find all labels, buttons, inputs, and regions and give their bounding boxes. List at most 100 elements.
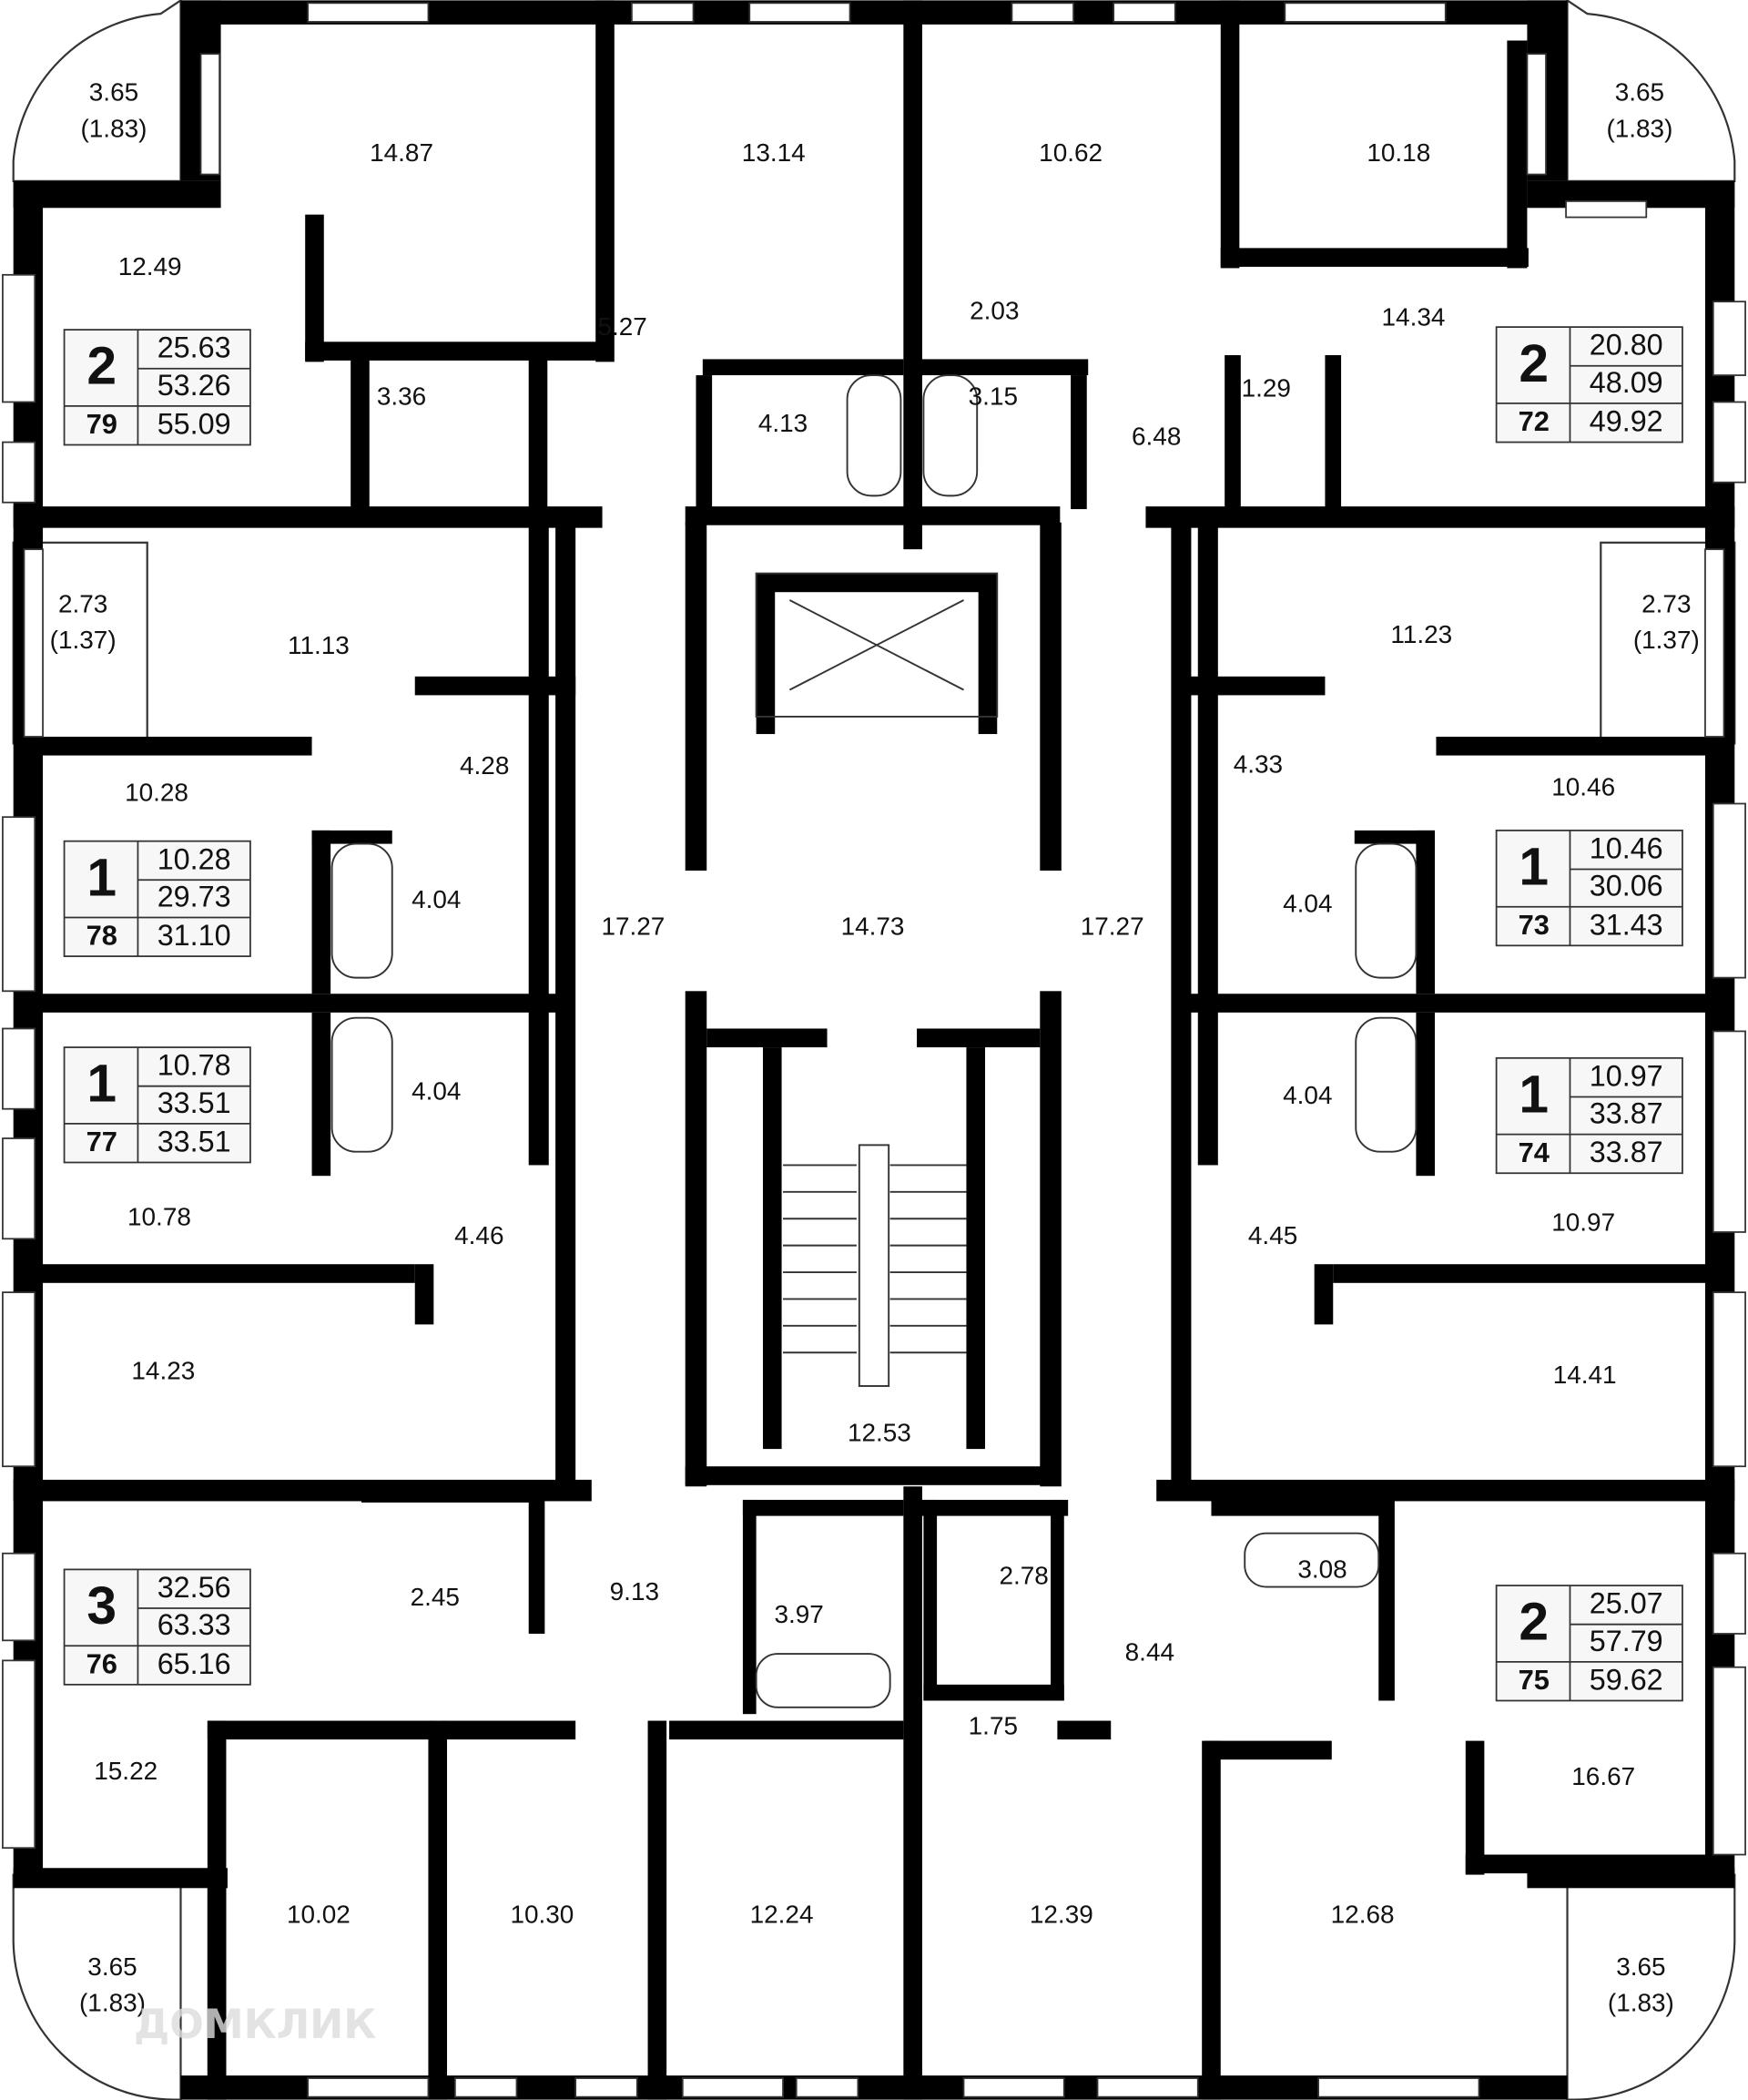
window	[2, 1291, 36, 1468]
room-area-sub-label: (1.83)	[1606, 114, 1672, 142]
room-area-label: 12.24	[750, 1901, 814, 1929]
room-area-label: 10.30	[510, 1901, 574, 1929]
window	[23, 548, 44, 738]
apartment-rooms-count: 1	[86, 1055, 117, 1114]
apartment-area: 53.26	[158, 369, 231, 402]
window	[1712, 401, 1746, 484]
wall	[1225, 354, 1241, 510]
wall	[1416, 830, 1435, 994]
elevator-shaft	[755, 572, 999, 718]
window	[1113, 2, 1176, 23]
wall	[13, 1868, 228, 1889]
wall	[685, 1466, 1061, 1485]
apartment-living-area: 20.80	[1590, 329, 1663, 362]
apartment-rooms-count: 1	[86, 848, 117, 907]
wall	[685, 506, 1061, 525]
stairs	[783, 1144, 967, 1387]
wall	[1314, 1264, 1334, 1325]
wall	[1156, 1479, 1735, 1502]
apartment-number: 75	[1519, 1664, 1550, 1696]
stair-well	[858, 1144, 890, 1387]
room-area-label: 15.22	[94, 1757, 158, 1785]
wall	[647, 1720, 667, 2100]
room-area-label: 3.97	[774, 1600, 823, 1628]
wall	[706, 1028, 828, 1048]
elevator-cross	[788, 599, 964, 691]
apartment-total-area: 31.10	[158, 919, 231, 952]
room-area-label: 4.04	[412, 885, 461, 913]
room-area-label: 14.73	[841, 912, 905, 941]
room-area-label: 10.02	[287, 1901, 351, 1929]
wall	[1527, 1868, 1735, 1889]
apartment-number: 74	[1519, 1137, 1550, 1168]
wall	[1040, 522, 1062, 872]
room-area-sub-label: (1.83)	[80, 114, 147, 142]
room-area-label: 14.87	[370, 138, 433, 167]
window	[2, 273, 36, 403]
wall	[1220, 0, 1240, 269]
wall	[1333, 1264, 1711, 1283]
badge-frame	[1495, 326, 1683, 443]
wall	[528, 509, 549, 1166]
room-area-sub-label: (1.37)	[1633, 626, 1700, 654]
bathtub-icon	[1355, 1016, 1418, 1153]
room-area-label: 12.49	[118, 252, 182, 280]
badge-frame	[63, 329, 251, 446]
balcony-bottom-left	[12, 1873, 182, 2100]
badge-frame	[1495, 1056, 1683, 1175]
badge-frame	[1495, 1585, 1683, 1702]
window	[199, 53, 220, 176]
room-area-label: 17.27	[1081, 912, 1144, 941]
bathtub-icon	[330, 842, 393, 979]
wall	[311, 830, 331, 994]
wall	[528, 354, 548, 510]
window	[1526, 53, 1547, 176]
room-area-label: 10.97	[1551, 1208, 1615, 1236]
room-area-label: 4.04	[1283, 1081, 1332, 1109]
apartment-area: 29.73	[158, 880, 231, 912]
wall	[1171, 509, 1192, 1500]
room-area-sub-label: (1.83)	[1608, 1989, 1674, 2017]
apartment-rooms-count: 2	[1519, 1593, 1549, 1652]
bathtub-icon	[330, 1016, 393, 1153]
room-area-label: 1.75	[969, 1711, 1018, 1739]
room-area-label: 10.62	[1039, 138, 1103, 167]
wall	[414, 676, 576, 696]
room-area-label: 2.45	[411, 1583, 460, 1611]
window	[795, 2077, 859, 2098]
watermark-logo: ДОМКЛИК	[134, 2002, 376, 2048]
wall	[920, 1499, 1069, 1516]
wall	[966, 1047, 986, 1450]
apartment-area: 33.87	[1590, 1097, 1663, 1130]
wall	[1040, 991, 1062, 1487]
wall	[1071, 375, 1087, 510]
window	[2, 816, 36, 993]
wall	[917, 1028, 1041, 1048]
wall	[1354, 830, 1435, 844]
room-area-label: 3.65	[1615, 78, 1664, 107]
balcony-top-right	[1566, 0, 1736, 182]
apartment-number: 76	[86, 1647, 117, 1679]
wall	[1202, 1740, 1221, 2100]
fixtures	[330, 374, 1418, 1708]
room-area-label: 3.65	[1616, 1952, 1665, 1981]
wall	[1145, 506, 1735, 528]
wall	[442, 1720, 576, 1740]
room-area-label: 16.67	[1571, 1762, 1635, 1790]
window	[962, 2077, 1065, 2098]
wall	[207, 1868, 227, 2100]
window	[1284, 2, 1447, 23]
window	[681, 2077, 784, 2098]
apartment-total-area: 55.09	[158, 407, 231, 440]
wall	[920, 359, 1089, 376]
room-area-label: 6.48	[1132, 423, 1181, 451]
room-area-label: 17.27	[601, 912, 665, 941]
